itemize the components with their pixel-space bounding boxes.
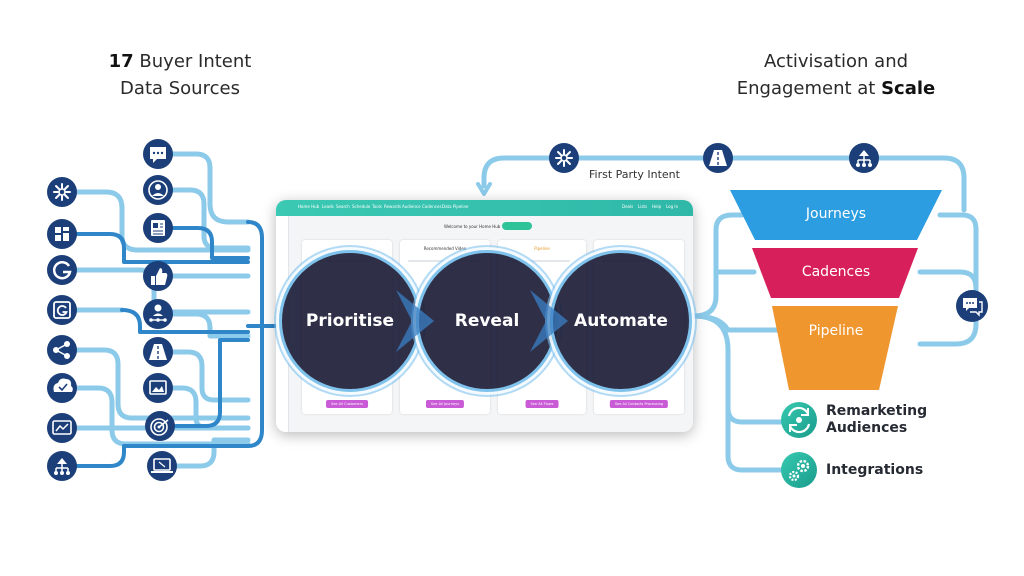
road-icon xyxy=(703,143,733,173)
circle-label: Reveal xyxy=(454,311,520,331)
analytics-screen-icon xyxy=(47,413,77,443)
line-col2-3 xyxy=(170,226,250,260)
first-party-intent-label: First Party Intent xyxy=(589,168,680,181)
dash-card-title: Pipeline xyxy=(534,246,550,251)
funnel-label-pipeline: Pipeline xyxy=(808,323,864,339)
dash-nav-item: Rewards xyxy=(384,204,401,209)
dash-nav-item: Data Pipeline xyxy=(442,204,469,209)
dash-nav-item: Cadences xyxy=(422,204,442,209)
dash-nav-item: Search xyxy=(336,204,350,209)
asterisk-icon xyxy=(47,177,77,207)
dashboard-welcome: Welcome to your Home Hub xyxy=(444,224,501,229)
dashboard-nav-bar: Home Hub Leads Search Schedule Tools Rew… xyxy=(276,200,693,216)
dash-see-all-button: See All Customers xyxy=(326,400,368,408)
line-col1-5 xyxy=(73,347,251,421)
line-col1-8 xyxy=(74,444,250,468)
line-funnel-pipeline xyxy=(691,313,783,333)
chat-bubble-icon xyxy=(143,139,173,169)
dash-nav-item: Tools xyxy=(372,204,382,209)
dash-nav-item: Schedule xyxy=(352,204,371,209)
line-col2-9 xyxy=(173,437,251,469)
dashboard-pill xyxy=(502,222,532,230)
circle-automate: Automate xyxy=(550,250,692,392)
right-heading-line1: Activisation and xyxy=(763,51,909,72)
dash-nav-item: Help xyxy=(652,204,662,209)
g-box-icon xyxy=(47,295,77,325)
funnel-cadences xyxy=(752,248,918,298)
left-heading: 17 Buyer Intent Data Sources xyxy=(80,48,280,102)
line-right-cadence xyxy=(917,269,979,291)
news-document-icon xyxy=(143,213,173,243)
dash-nav-item: Audience xyxy=(402,204,421,209)
chevron-right-icon xyxy=(396,290,434,352)
output-label-line: Integrations xyxy=(826,462,924,478)
refresh-target-icon xyxy=(781,402,817,438)
g-logo-icon xyxy=(47,255,77,285)
dash-line xyxy=(506,260,570,262)
line-col1-6 xyxy=(73,385,251,447)
chevron-right-icon xyxy=(530,290,568,352)
right-heading-line2: Engagement at xyxy=(736,78,882,99)
line-trunk xyxy=(246,220,264,448)
line-funnel-journeys xyxy=(691,212,745,319)
dash-see-all-button: See All Contacts Processing xyxy=(609,400,669,408)
person-network-icon xyxy=(143,299,173,329)
funnel-label-cadences: Cadences xyxy=(801,264,871,280)
output-label-remarketing: Remarketing Audiences xyxy=(826,403,927,437)
left-heading-line2: Data Sources xyxy=(120,78,240,99)
chat-bubbles-icon xyxy=(956,290,988,322)
line-right-loop xyxy=(917,212,979,347)
line-col1-4b xyxy=(120,308,250,334)
road-icon xyxy=(143,337,173,367)
cloud-check-icon xyxy=(47,373,77,403)
picture-frame-icon xyxy=(143,373,173,403)
gears-icon xyxy=(781,452,817,488)
output-label-line: Remarketing xyxy=(826,403,928,419)
grid-layout-icon xyxy=(47,219,77,249)
output-label-integrations: Integrations xyxy=(826,462,923,479)
first-party-arrow xyxy=(476,182,492,196)
dash-nav-item: Lists xyxy=(638,204,648,209)
asterisk-icon xyxy=(549,143,579,173)
dash-see-all-button: See All Journeys xyxy=(425,400,465,408)
output-label-line: Audiences xyxy=(826,420,908,436)
share-nodes-icon xyxy=(47,335,77,365)
line-col1-1 xyxy=(73,189,251,253)
right-heading: Activisation and Engagement at Scale xyxy=(724,48,948,102)
target-icon xyxy=(145,411,175,441)
line-col1-2 xyxy=(74,232,250,264)
network-tree-icon xyxy=(47,451,77,481)
user-profile-icon xyxy=(143,175,173,205)
right-heading-scale: Scale xyxy=(881,78,936,99)
funnel-pipeline xyxy=(772,306,898,390)
circle-label: Prioritise xyxy=(305,311,395,331)
dash-nav-item: Deals xyxy=(622,204,634,209)
dash-line xyxy=(408,260,478,262)
funnel-journeys xyxy=(730,190,942,240)
left-heading-line1: Buyer Intent xyxy=(133,51,252,72)
thumbs-up-icon xyxy=(143,261,173,291)
left-heading-number: 17 xyxy=(108,51,134,72)
circle-label: Automate xyxy=(574,311,668,331)
line-col2-1 xyxy=(169,151,251,225)
line-col2-8 xyxy=(174,338,250,428)
dash-nav-item: Leads xyxy=(322,204,334,209)
line-col2-6 xyxy=(169,349,251,403)
funnel-label-journeys: Journeys xyxy=(805,206,867,222)
dash-card-title: Recommended Video xyxy=(423,246,467,251)
dash-nav-item: Log In xyxy=(666,204,679,209)
network-tree-icon xyxy=(849,143,879,173)
line-output-integrations xyxy=(725,397,785,473)
dash-see-all-button: See All Flows xyxy=(525,400,559,408)
dash-nav-item: Home Hub xyxy=(298,204,320,209)
laptop-icon xyxy=(147,451,177,481)
